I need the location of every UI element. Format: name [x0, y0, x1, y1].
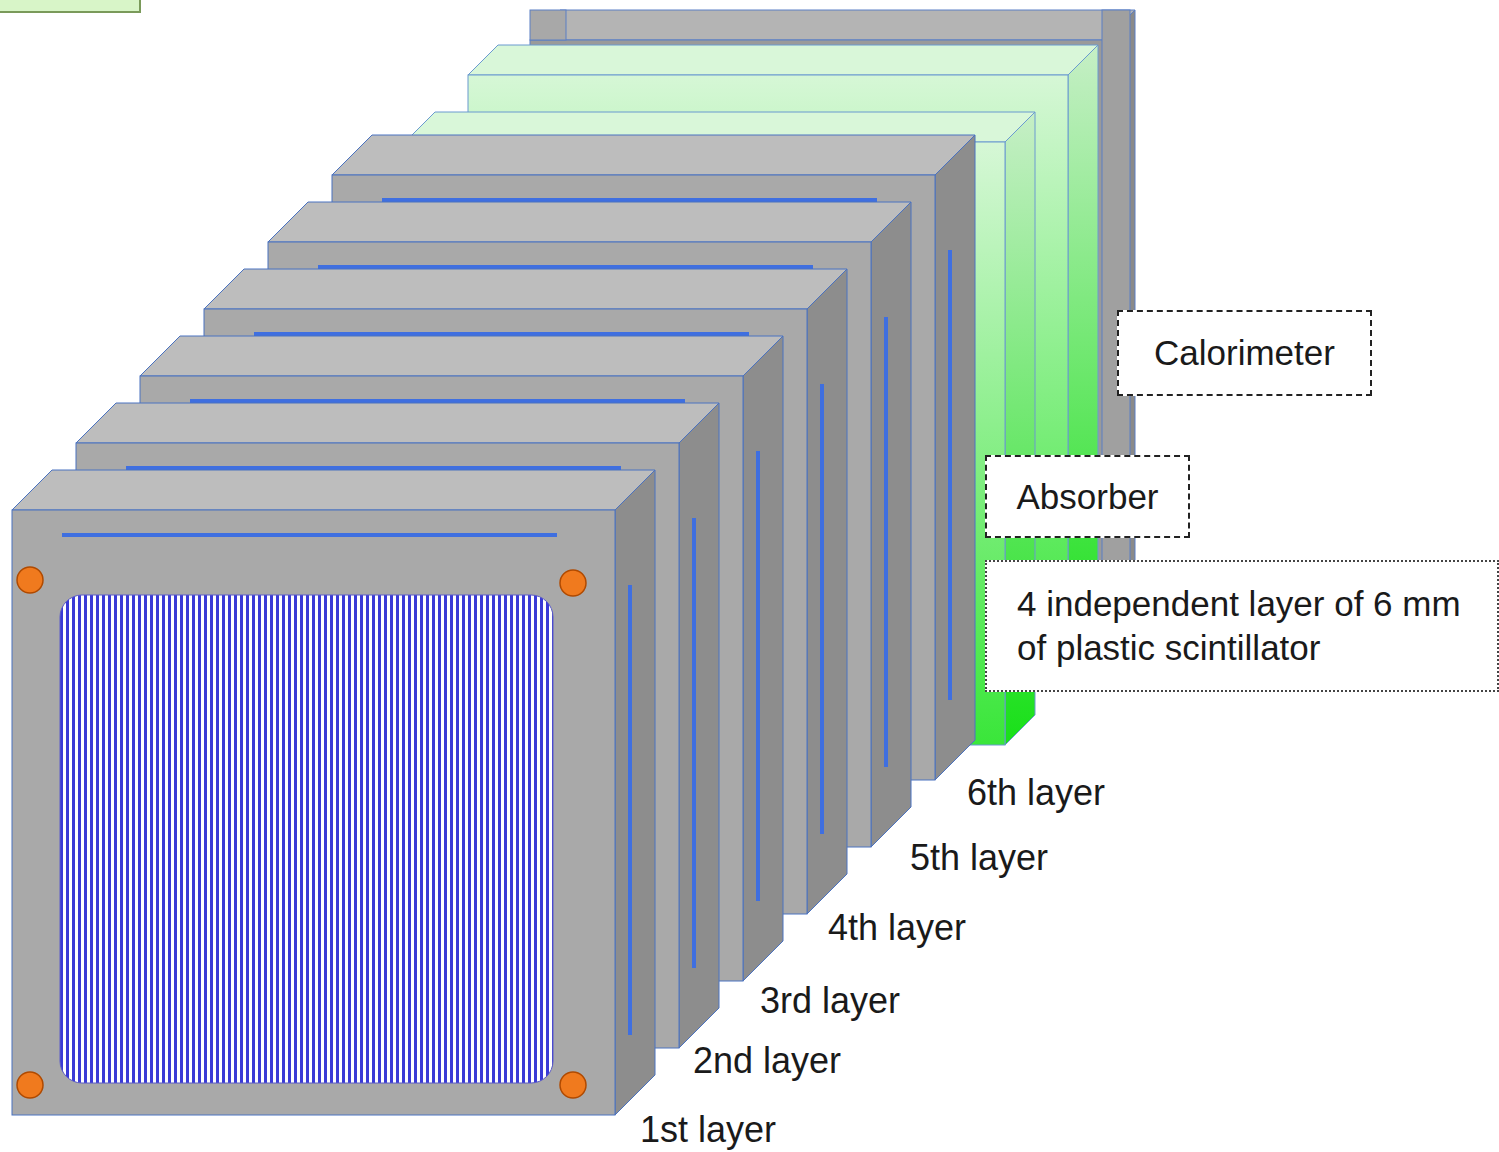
- box-top: [204, 269, 847, 309]
- mount-hole: [560, 1072, 586, 1098]
- mount-hole: [560, 570, 586, 596]
- box-side: [807, 269, 847, 914]
- box-top: [12, 470, 655, 510]
- box-side: [935, 135, 975, 780]
- callout-text: Calorimeter: [1129, 331, 1360, 375]
- fiber-line: [820, 384, 824, 834]
- mount-hole: [17, 1072, 43, 1098]
- callout-text: 4 independent layer of 6 mm of plastic s…: [1017, 582, 1487, 670]
- layer-label: 3rd layer: [760, 983, 900, 1019]
- fiber-line: [126, 466, 621, 470]
- fiber-line: [318, 265, 813, 269]
- layer-label: 1st layer: [640, 1112, 776, 1148]
- mount-hole: [17, 567, 43, 593]
- layer-label: 5th layer: [910, 840, 1048, 876]
- callout-box: Absorber: [985, 455, 1190, 538]
- box-side: [615, 470, 655, 1115]
- box-front: [12, 510, 615, 1115]
- callout-box: 4 independent layer of 6 mm of plastic s…: [985, 560, 1499, 692]
- callout-box: Calorimeter: [1117, 310, 1372, 396]
- fiber-line: [756, 451, 760, 901]
- box-top: [268, 202, 911, 242]
- box-side: [679, 403, 719, 1048]
- box-top: [76, 403, 719, 443]
- box-side: [743, 336, 783, 981]
- box-side: [871, 202, 911, 847]
- fiber-line: [884, 317, 888, 767]
- fiber-line: [628, 585, 632, 1035]
- corner-tab: [0, 0, 140, 12]
- fiber-line: [692, 518, 696, 968]
- box-top: [332, 135, 975, 175]
- fiber-line: [254, 332, 749, 336]
- fiber-line: [948, 250, 952, 700]
- fiber-plane: [60, 595, 553, 1083]
- box-top: [530, 10, 1135, 40]
- layer-label: 6th layer: [967, 775, 1105, 811]
- calorimeter-plate: [530, 10, 566, 40]
- box-top: [140, 336, 783, 376]
- layer-label: 2nd layer: [693, 1043, 841, 1079]
- layer-label: 4th layer: [828, 910, 966, 946]
- fiber-line: [62, 533, 557, 537]
- fiber-line: [382, 198, 877, 202]
- scintillator-layer: [12, 470, 655, 1115]
- callout-text: Absorber: [997, 475, 1178, 519]
- fiber-line: [190, 399, 685, 403]
- box-top: [468, 45, 1098, 75]
